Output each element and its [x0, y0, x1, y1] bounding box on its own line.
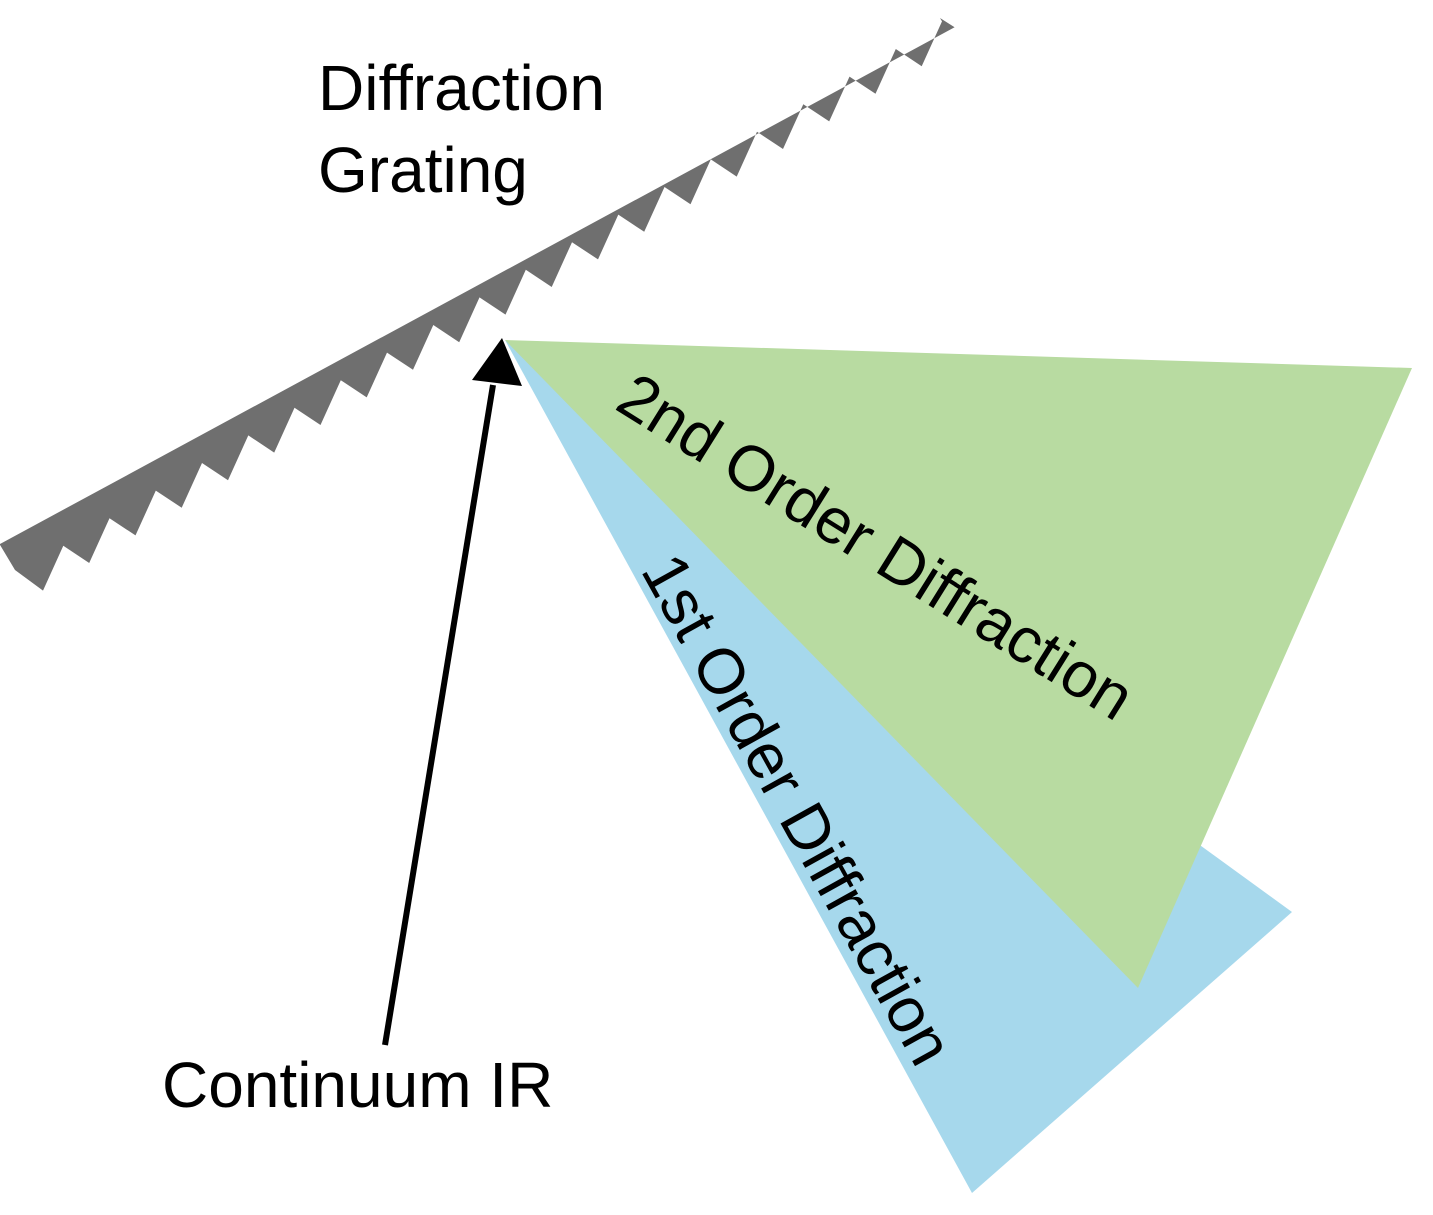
incident-arrow-head	[472, 338, 522, 386]
first-order-beam	[505, 340, 1292, 1193]
source-label: Continuum IR	[162, 1049, 553, 1121]
grating-label-line2: Grating	[318, 134, 528, 206]
grating-label-line1: Diffraction	[318, 52, 605, 124]
diffraction-grating	[0, 18, 955, 591]
incident-arrow-shaft	[382, 384, 496, 1046]
second-order-beam	[505, 340, 1412, 988]
